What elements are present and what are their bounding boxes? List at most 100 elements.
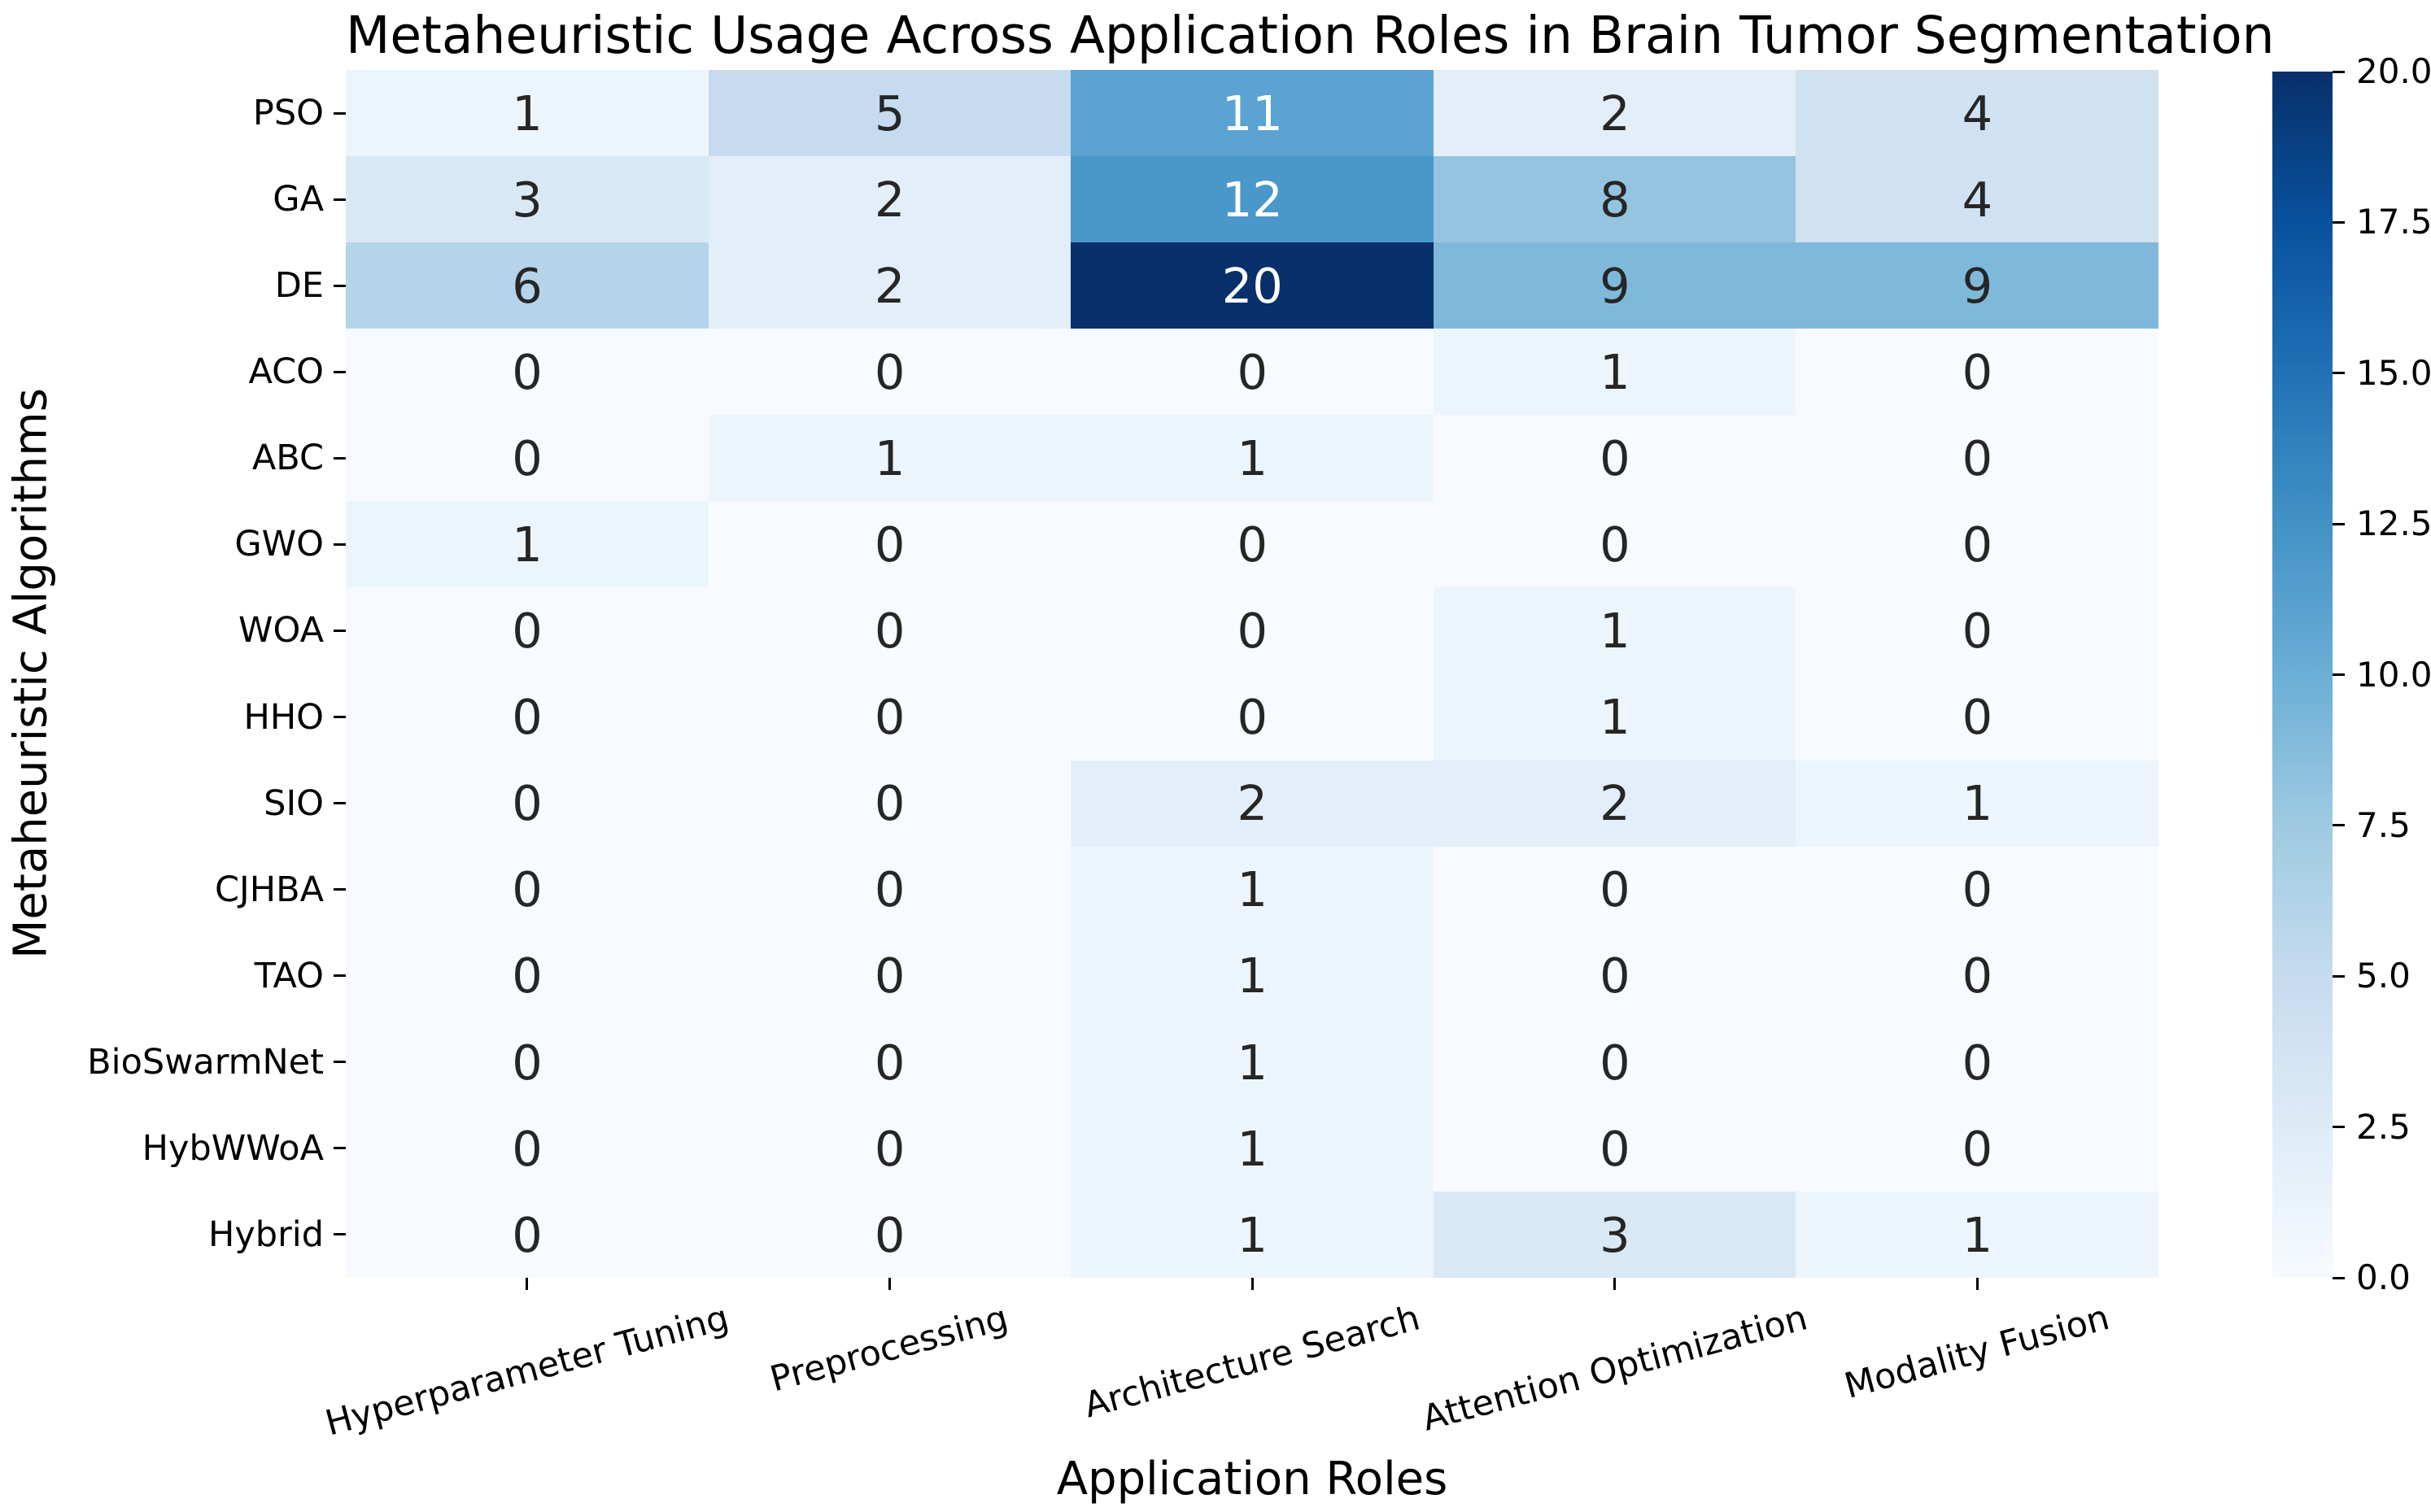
heatmap-cell: 0 [1796,587,2159,674]
cell-value: 0 [512,861,543,918]
heatmap-cell: 0 [708,501,1071,588]
y-tick-label: HybWWoA [142,1127,324,1169]
cell-value: 0 [1237,603,1268,660]
cell-value: 1 [1600,689,1630,746]
cell-value: 9 [1600,257,1630,314]
colorbar-tick-mark [2333,220,2345,224]
cell-value: 1 [1237,1034,1268,1091]
heatmap-cell: 0 [346,1191,709,1279]
heatmap-cell: 1 [1433,587,1796,674]
cell-value: 1 [1237,861,1268,918]
colorbar-tick-mark [2333,70,2345,73]
cell-value: 1 [874,430,906,487]
cell-value: 2 [874,171,906,228]
y-tick-label: BioSwarmNet [87,1041,324,1083]
heatmap-cell: 9 [1433,242,1796,329]
heatmap-cell: 0 [708,1105,1071,1192]
y-tick-label: CJHBA [215,869,324,910]
heatmap-cell: 4 [1796,70,2159,157]
cell-value: 0 [1962,689,1993,746]
y-tick-mark [334,542,346,546]
heatmap-cell: 6 [346,242,709,329]
cell-value: 6 [512,257,543,314]
x-tick-label: Hyperparameter Tuning [321,1297,733,1444]
cell-value: 1 [1237,430,1268,487]
colorbar-tick-mark [2333,372,2345,375]
y-tick-mark [334,716,346,719]
cell-value: 0 [512,948,543,1004]
heatmap-cell: 0 [708,1191,1071,1279]
heatmap-cell: 3 [346,156,709,243]
y-tick-mark [334,456,346,460]
heatmap-cell: 0 [1433,932,1796,1020]
heatmap-cell: 0 [708,587,1071,674]
heatmap-cell: 0 [1433,1105,1796,1192]
colorbar-tick-mark [2333,824,2345,827]
cell-value: 0 [512,1120,543,1177]
heatmap-cell: 1 [1433,329,1796,416]
heatmap-cell: 1 [1071,1105,1434,1192]
heatmap-cell: 0 [1433,846,1796,934]
colorbar-tick-label: 0.0 [2356,1257,2411,1297]
heatmap-cell: 1 [1796,760,2159,848]
heatmap-cell: 1 [346,501,709,588]
cell-value: 0 [1600,861,1630,918]
cell-value: 2 [874,257,906,314]
cell-value: 0 [1237,343,1268,400]
cell-value: 0 [512,1034,543,1091]
colorbar-tick-label: 7.5 [2356,804,2411,845]
cell-value: 5 [874,85,906,142]
heatmap-cell: 0 [708,1018,1071,1106]
heatmap-cell: 0 [1796,501,2159,588]
cell-value: 1 [512,516,543,573]
cell-value: 0 [512,775,543,832]
y-tick-label: SIO [264,782,324,824]
y-tick-mark [334,284,346,287]
heatmap-cell: 5 [708,70,1071,157]
heatmap-cell: 0 [708,673,1071,761]
cell-value: 4 [1962,171,1993,228]
heatmap-cell: 0 [708,932,1071,1020]
heatmap-cell: 0 [708,760,1071,848]
heatmap-cell: 0 [346,1018,709,1106]
cell-value: 0 [512,689,543,746]
y-tick-mark [334,1233,346,1236]
colorbar-tick-label: 5.0 [2356,956,2411,996]
heatmap-cell: 0 [1796,932,2159,1020]
cell-value: 8 [1600,171,1630,228]
x-axis-title: Application Roles [1056,1453,1448,1505]
heatmap-cell: 0 [346,932,709,1020]
cell-value: 0 [512,1206,543,1263]
heatmap-cell: 20 [1071,242,1434,329]
cell-value: 0 [874,775,906,832]
cell-value: 9 [1962,257,1993,314]
heatmap-cell: 3 [1433,1191,1796,1279]
heatmap-cell: 0 [1071,501,1434,588]
cell-value: 0 [874,1206,906,1263]
y-axis-title: Metaheuristic Algorithms [4,388,58,959]
cell-value: 0 [874,343,906,400]
cell-value: 0 [874,1120,906,1177]
heatmap-cell: 0 [346,415,709,502]
heatmap-cell: 0 [346,1105,709,1192]
colorbar-tick-mark [2333,974,2345,978]
cell-value: 4 [1962,85,1993,142]
cell-value: 0 [1600,516,1630,573]
cell-value: 0 [874,861,906,918]
colorbar [2272,72,2333,1278]
cell-value: 11 [1221,85,1283,142]
heatmap-cell: 1 [1071,415,1434,502]
cell-value: 0 [1962,430,1993,487]
cell-value: 0 [1962,948,1993,1004]
cell-value: 1 [1237,948,1268,1004]
x-tick-mark [888,1278,891,1290]
cell-value: 1 [1237,1120,1268,1177]
heatmap-cell: 8 [1433,156,1796,243]
cell-value: 0 [874,603,906,660]
cell-value: 0 [874,689,906,746]
heatmap-cell: 1 [1071,1018,1434,1106]
heatmap-cell: 0 [1796,846,2159,934]
heatmap-cell: 2 [1433,760,1796,848]
